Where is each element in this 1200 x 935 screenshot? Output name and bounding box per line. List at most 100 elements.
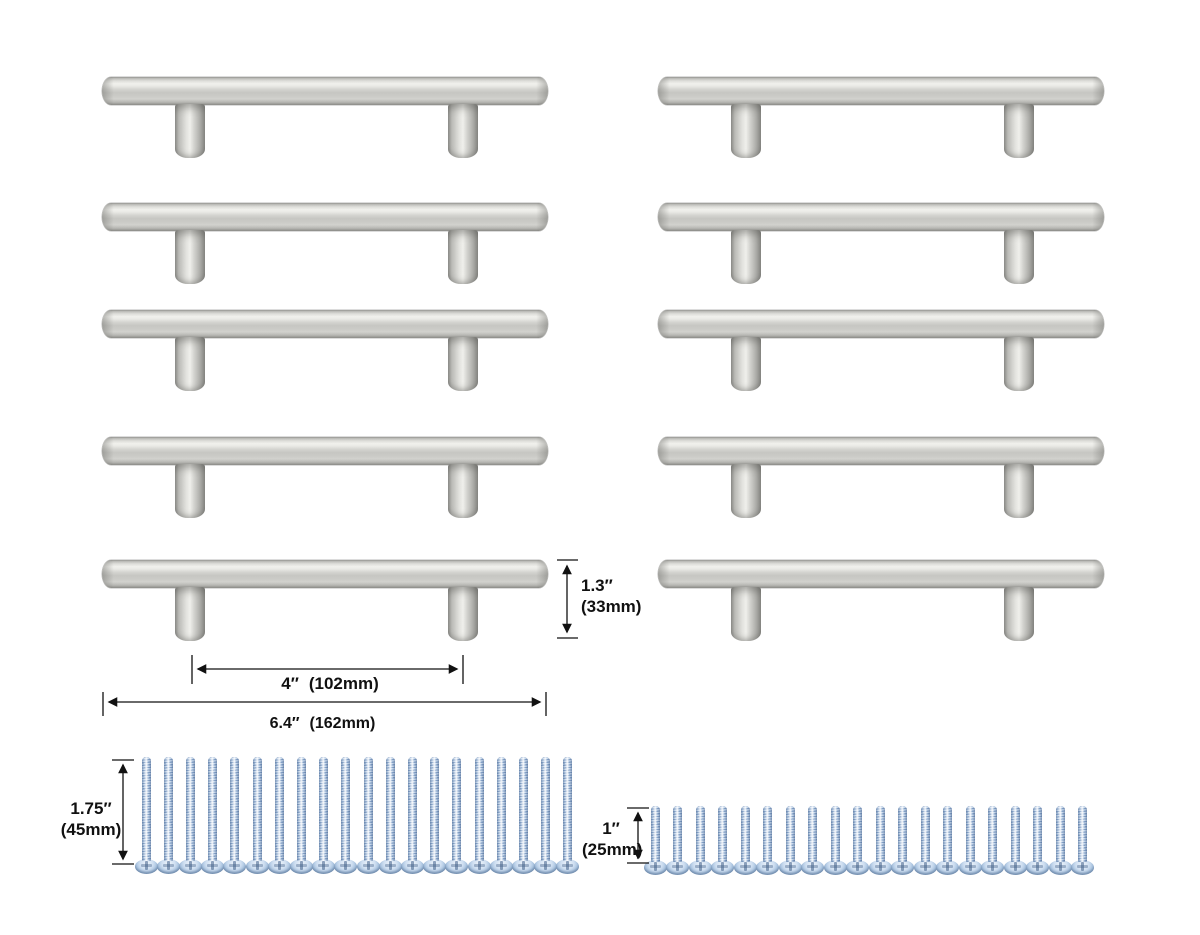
long-screw xyxy=(423,757,447,877)
screw-head xyxy=(688,860,712,875)
handle-post-left xyxy=(175,337,205,391)
long-screw xyxy=(378,757,402,877)
short-screw xyxy=(688,806,712,878)
handle-bar xyxy=(658,560,1104,588)
screw-shaft xyxy=(852,806,862,862)
dim-long-screw-label: 1.75″ (45mm) xyxy=(58,798,124,840)
bar-pull-handle xyxy=(102,310,548,392)
short-screw xyxy=(643,806,667,878)
long-screw xyxy=(511,757,535,877)
handle-post-right xyxy=(448,230,478,284)
handle-post-left xyxy=(731,230,761,284)
screw-shaft xyxy=(1032,806,1042,862)
handle-post-right xyxy=(448,587,478,641)
screw-shaft xyxy=(208,757,218,861)
screw-shaft xyxy=(452,757,462,861)
short-screw xyxy=(1025,806,1049,878)
bar-pull-handle xyxy=(658,310,1104,392)
screw-head xyxy=(245,859,269,874)
handle-post-left xyxy=(175,587,205,641)
screw-shaft xyxy=(563,757,573,861)
short-screw xyxy=(913,806,937,878)
screw-shaft xyxy=(897,806,907,862)
handle-post-right xyxy=(1004,337,1034,391)
short-screw xyxy=(958,806,982,878)
screw-shaft xyxy=(274,757,284,861)
screw-head xyxy=(980,860,1004,875)
bar-pull-handle xyxy=(102,560,548,642)
long-screw xyxy=(178,757,202,877)
screw-head xyxy=(1003,860,1027,875)
screw-head xyxy=(1025,860,1049,875)
long-screw xyxy=(289,757,313,877)
handle-bar xyxy=(102,203,548,231)
screw-head xyxy=(400,859,424,874)
screw-shaft xyxy=(407,757,417,861)
screw-head xyxy=(890,860,914,875)
handle-bar xyxy=(102,77,548,105)
screw-head xyxy=(935,860,959,875)
screw-shaft xyxy=(965,806,975,862)
long-screw xyxy=(201,757,225,877)
screw-head xyxy=(289,859,313,874)
screw-shaft xyxy=(1010,806,1020,862)
screw-head xyxy=(556,859,580,874)
dim-long-screw-inches: 1.75″ xyxy=(70,799,112,818)
handle-post-right xyxy=(1004,587,1034,641)
screw-head xyxy=(733,860,757,875)
screw-shaft xyxy=(230,757,240,861)
screw-shaft xyxy=(785,806,795,862)
screw-head xyxy=(710,860,734,875)
bar-pull-handle xyxy=(658,77,1104,159)
long-screw xyxy=(356,757,380,877)
short-screw xyxy=(845,806,869,878)
screw-shaft xyxy=(717,806,727,862)
bar-pull-handle xyxy=(658,560,1104,642)
dim-overall-length-metric: (162mm) xyxy=(309,715,376,732)
screw-shaft xyxy=(385,757,395,861)
screw-shaft xyxy=(830,806,840,862)
handle-bar xyxy=(658,203,1104,231)
dim-overall-length-inches: 6.4″ xyxy=(269,715,300,732)
dim-hole-spacing-inches: 4″ xyxy=(281,674,299,693)
screw-head xyxy=(800,860,824,875)
screw-shaft xyxy=(920,806,930,862)
handle-post-left xyxy=(731,104,761,158)
dim-short-screw-metric: (25mm) xyxy=(582,840,643,859)
dim-short-screw-inches: 1″ xyxy=(602,819,620,838)
dim-post-height-inches: 1.3″ xyxy=(581,576,613,595)
handle-bar xyxy=(102,437,548,465)
dim-post-height-metric: (33mm) xyxy=(581,597,642,616)
handle-post-right xyxy=(1004,230,1034,284)
screw-head xyxy=(423,859,447,874)
screw-head xyxy=(845,860,869,875)
screw-shaft xyxy=(363,757,373,861)
screw-shaft xyxy=(987,806,997,862)
screw-head xyxy=(378,859,402,874)
screw-head xyxy=(489,859,513,874)
short-screw xyxy=(800,806,824,878)
screw-shaft xyxy=(430,757,440,861)
short-screw xyxy=(1070,806,1094,878)
long-screw xyxy=(534,757,558,877)
dim-short-screw-label: 1″ (25mm) xyxy=(582,818,643,860)
long-screw xyxy=(400,757,424,877)
screw-shaft xyxy=(762,806,772,862)
dim-long-screw-metric: (45mm) xyxy=(60,820,122,839)
handle-bar xyxy=(658,77,1104,105)
screw-head xyxy=(511,859,535,874)
screw-head xyxy=(312,859,336,874)
screw-head xyxy=(356,859,380,874)
long-screw xyxy=(489,757,513,877)
handle-post-left xyxy=(731,337,761,391)
screw-shaft xyxy=(672,806,682,862)
short-screw xyxy=(890,806,914,878)
screw-shaft xyxy=(695,806,705,862)
short-screw xyxy=(1003,806,1027,878)
bar-pull-handle xyxy=(102,437,548,519)
dim-hole-spacing-label: 4″(102mm) xyxy=(250,673,410,694)
short-screw xyxy=(710,806,734,878)
screw-head xyxy=(823,860,847,875)
long-screw xyxy=(245,757,269,877)
screw-shaft xyxy=(319,757,329,861)
